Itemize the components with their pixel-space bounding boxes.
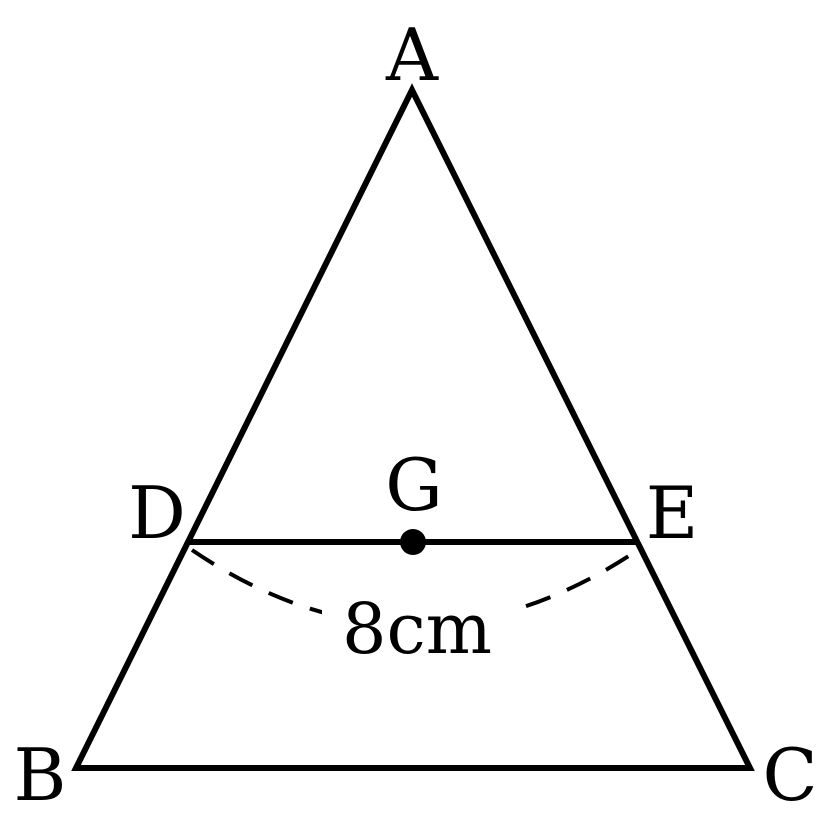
label-c: C xyxy=(762,733,817,817)
measurement-label-bg xyxy=(322,585,512,660)
triangle-abc xyxy=(71,83,755,771)
label-g: G xyxy=(385,443,443,527)
label-d: D xyxy=(128,471,186,555)
label-a: A xyxy=(385,13,439,97)
measurement-label: 8cm xyxy=(342,588,492,670)
label-b: B xyxy=(14,733,67,817)
label-e: E xyxy=(646,471,699,555)
point-g-dot xyxy=(400,529,426,555)
